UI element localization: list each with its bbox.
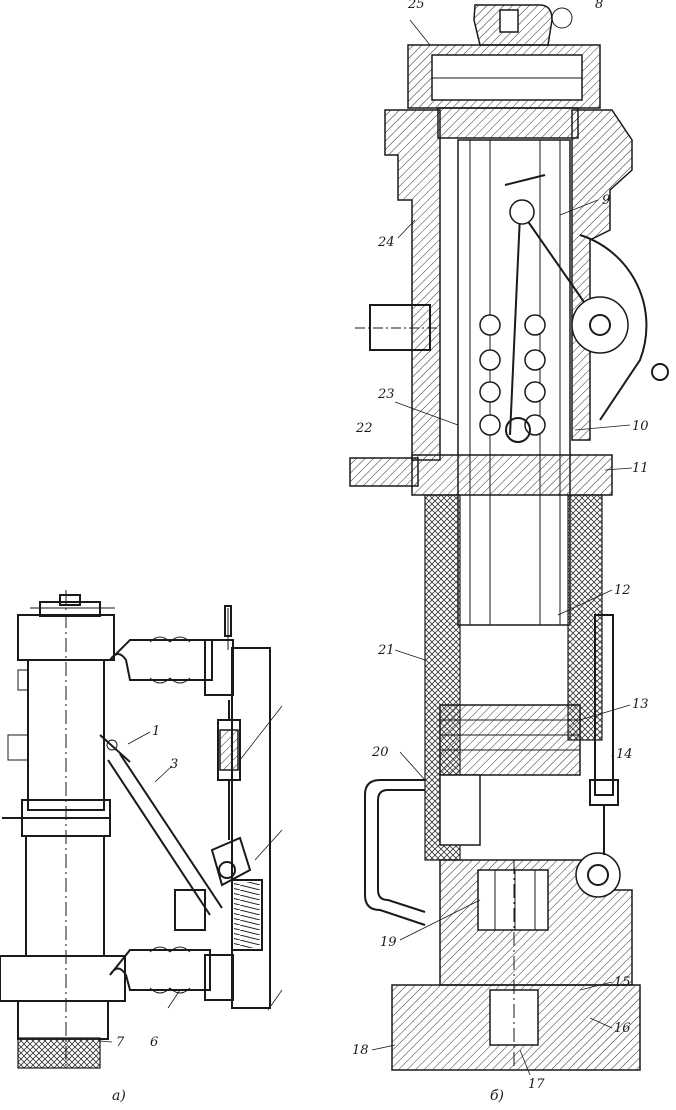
- label-25: 25: [407, 0, 425, 12]
- figure-a-drawing: [0, 590, 283, 1070]
- figure-b-drawing: [349, 4, 669, 1076]
- label-6: 6: [150, 1035, 158, 1050]
- label-22: 22: [355, 421, 373, 436]
- label-12: 12: [614, 583, 631, 598]
- label-21: 21: [377, 643, 395, 658]
- label-10: 10: [632, 419, 649, 434]
- label-15: 15: [614, 975, 631, 990]
- label-11: 11: [632, 461, 649, 476]
- label-23: 23: [377, 387, 395, 402]
- label-8: 8: [595, 0, 603, 12]
- label-9: 9: [602, 193, 610, 208]
- label-18: 18: [352, 1043, 369, 1058]
- label-1: 1: [152, 724, 160, 739]
- figure-b-caption: б): [490, 1088, 504, 1104]
- label-20: 20: [371, 745, 389, 760]
- label-14: 14: [616, 747, 633, 762]
- label-7: 7: [116, 1035, 125, 1050]
- label-16: 16: [614, 1021, 631, 1036]
- label-24: 24: [377, 235, 395, 250]
- label-3: 3: [170, 757, 178, 772]
- label-19: 19: [380, 935, 397, 950]
- figure-a-caption: а): [112, 1088, 126, 1104]
- label-17: 17: [528, 1077, 545, 1092]
- label-13: 13: [632, 697, 649, 712]
